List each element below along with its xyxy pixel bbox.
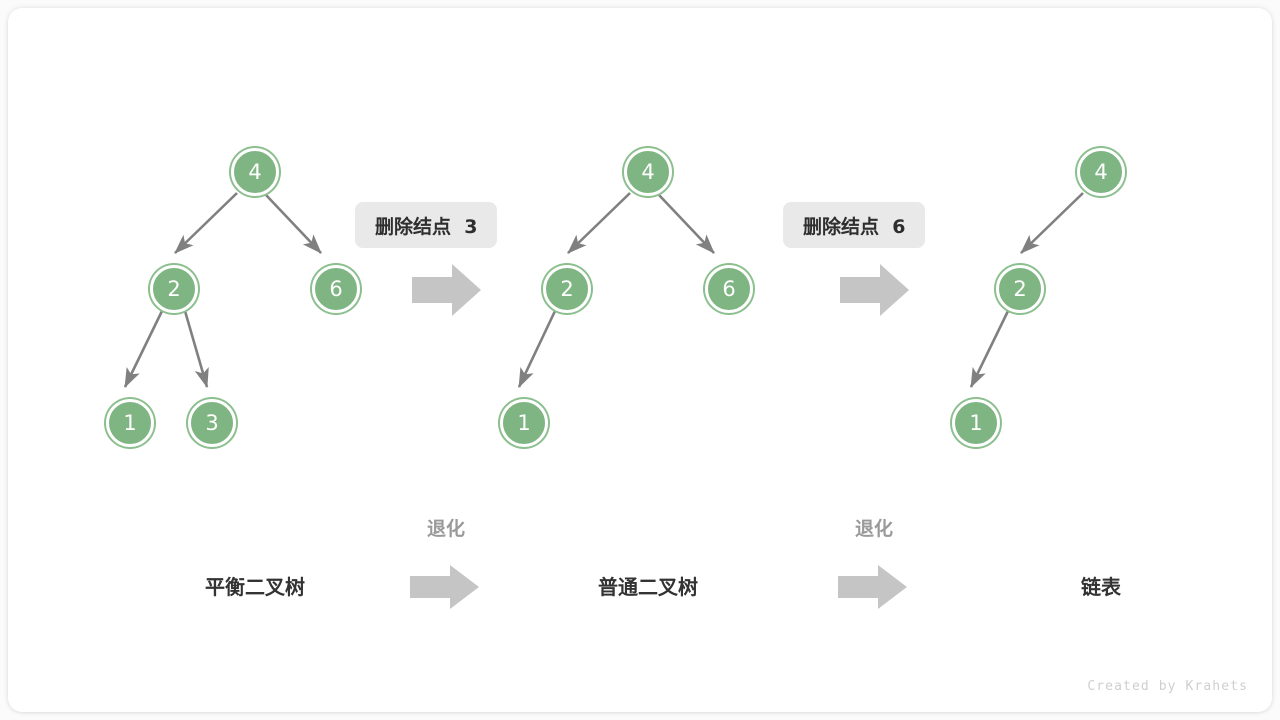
node-value: 6 (329, 276, 343, 301)
node-value: 2 (167, 276, 181, 301)
bst-degeneration-diagram: 4 2 6 1 3 4 2 6 1 4 2 (8, 8, 1272, 712)
tree-node[interactable]: 2 (996, 265, 1044, 313)
node-value: 6 (722, 276, 736, 301)
edge-s2-2-1 (517, 310, 557, 388)
transition-chip-delete-node-3[interactable]: 删除结点 3 (355, 202, 498, 248)
tree-node[interactable]: 1 (952, 399, 1000, 447)
tree-node[interactable]: 4 (624, 148, 672, 196)
edge-s1-2-3 (183, 310, 209, 388)
node-value: 2 (560, 276, 574, 301)
caption-ordinary-binary-tree: 普通二叉树 (598, 575, 698, 599)
tree-node[interactable]: 6 (705, 265, 753, 313)
edge-s1-4-6 (265, 194, 322, 254)
chip-label: 删除结点 3 (375, 215, 478, 238)
edge-s2-4-6 (658, 194, 715, 254)
tree-node[interactable]: 4 (231, 148, 279, 196)
edge-s3-4-2 (1020, 192, 1084, 254)
node-value: 4 (641, 159, 655, 184)
node-value: 2 (1013, 276, 1027, 301)
transition-chip-delete-node-6[interactable]: 删除结点 6 (783, 202, 926, 248)
node-value: 4 (248, 159, 262, 184)
node-value: 4 (1094, 159, 1108, 184)
node-value: 3 (205, 410, 219, 435)
node-value: 1 (969, 410, 983, 435)
diagram-card: 4 2 6 1 3 4 2 6 1 4 2 (8, 8, 1272, 712)
node-value: 1 (123, 410, 137, 435)
edge-s3-2-1 (969, 310, 1010, 388)
block-arrow-delete-node-3 (412, 264, 481, 316)
degrade-label-2: 退化 (854, 518, 894, 540)
edge-s1-2-1 (123, 310, 164, 388)
block-arrow-degrade-1 (410, 565, 479, 609)
edge-s2-4-2 (567, 192, 631, 254)
tree-node[interactable]: 2 (543, 265, 591, 313)
node-value: 1 (517, 410, 531, 435)
edge-s1-4-2 (174, 192, 238, 254)
tree-node[interactable]: 3 (188, 399, 236, 447)
tree-edges (123, 192, 1084, 388)
tree-node[interactable]: 1 (106, 399, 154, 447)
block-arrow-delete-node-6 (840, 264, 909, 316)
chip-label: 删除结点 6 (803, 215, 906, 238)
tree-node[interactable]: 1 (500, 399, 548, 447)
caption-linked-list: 链表 (1081, 575, 1121, 599)
tree-node[interactable]: 4 (1077, 148, 1125, 196)
caption-balanced-binary-tree: 平衡二叉树 (205, 575, 305, 599)
block-arrow-degrade-2 (838, 565, 907, 609)
tree-node[interactable]: 2 (150, 265, 198, 313)
degrade-label-1: 退化 (426, 518, 466, 540)
watermark: Created by Krahets (1087, 679, 1248, 694)
tree-node[interactable]: 6 (312, 265, 360, 313)
